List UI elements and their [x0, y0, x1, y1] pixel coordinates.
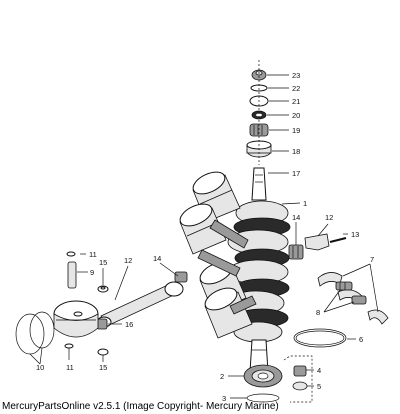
part-11-clip-lower — [64, 343, 74, 349]
callout-23: 23 — [292, 71, 300, 80]
rod-piston-exploded — [15, 251, 188, 356]
callout-14-left: 14 — [153, 254, 161, 263]
part-9-wrist-pin — [67, 261, 77, 289]
callout-5: 5 — [317, 382, 321, 391]
part-10-ring-b — [29, 311, 55, 349]
callout-1: 1 — [303, 199, 307, 208]
callout-19: 19 — [292, 126, 300, 135]
part-6-ring — [293, 328, 347, 348]
part-16-bushing — [96, 318, 108, 330]
callout-9: 9 — [90, 268, 94, 277]
piston-mid — [179, 203, 227, 255]
callout-11-top: 11 — [89, 250, 97, 259]
part-13-bolt — [329, 237, 347, 243]
piston-exploded — [53, 300, 99, 338]
callout-14-right: 14 — [292, 213, 300, 222]
leader-lines — [29, 74, 379, 399]
part-5-race — [292, 381, 308, 391]
callout-17: 17 — [292, 169, 300, 178]
upper-bearing-stack — [246, 60, 272, 165]
piston-upper — [192, 171, 241, 223]
callout-16: 16 — [125, 320, 133, 329]
callout-20: 20 — [292, 111, 300, 120]
callout-6: 6 — [359, 335, 363, 344]
part-8-roller-cage — [335, 281, 353, 291]
callout-3: 3 — [222, 394, 226, 403]
part-12-rod-cap — [304, 233, 330, 251]
callout-labels: 23 22 21 20 19 18 17 1 14 12 13 11 9 12 … — [36, 71, 374, 403]
callout-7: 7 — [370, 255, 374, 264]
part-11-clip-top — [66, 251, 76, 257]
part-14-rod-bearing — [174, 271, 188, 283]
callout-4: 4 — [317, 366, 321, 375]
callout-18: 18 — [292, 147, 300, 156]
callout-10: 10 — [36, 363, 44, 372]
part-15-washer-b — [97, 348, 109, 356]
callout-15-top: 15 — [99, 258, 107, 267]
callout-15-lower: 15 — [99, 363, 107, 372]
callout-8: 8 — [316, 308, 320, 317]
callout-21: 21 — [292, 97, 300, 106]
part-14-cage — [288, 244, 304, 260]
callout-12-right: 12 — [325, 213, 333, 222]
callout-11-lower: 11 — [66, 363, 74, 372]
copyright-footer: MercuryPartsOnline v2.5.1 (Image Copyrig… — [2, 401, 279, 412]
callout-13: 13 — [351, 230, 359, 239]
callout-22: 22 — [292, 84, 300, 93]
crankshaft-assembly — [227, 167, 291, 373]
bearing-halves-right — [288, 233, 389, 325]
callout-2: 2 — [220, 372, 224, 381]
part-4-bearing — [293, 365, 307, 377]
callout-12-left: 12 — [124, 256, 132, 265]
lower-parts — [243, 328, 347, 403]
pistons-on-crank — [179, 171, 257, 339]
